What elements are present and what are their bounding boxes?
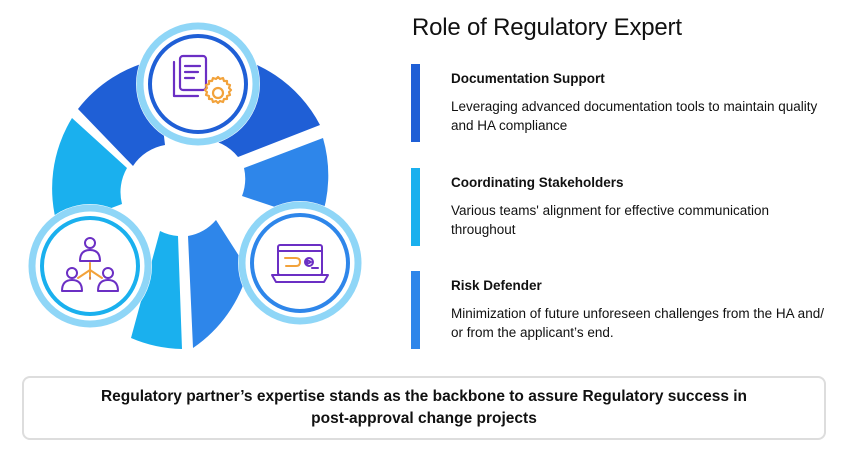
ring-segment-bottom-right [188,220,248,348]
page-title: Role of Regulatory Expert [412,14,682,41]
item-accent-bar [411,168,420,246]
node-documentation [136,22,260,146]
item-accent-bar [411,271,420,349]
ring-segment-bottom [131,231,182,349]
item-title: Coordinating Stakeholders [451,175,624,190]
item-title: Documentation Support [451,71,605,86]
item-title: Risk Defender [451,278,542,293]
node-risk [238,201,362,325]
node-stakeholders [28,204,152,328]
laptop-workflow-icon [271,244,329,283]
team-hierarchy-icon [61,237,119,292]
summary-text: Regulatory partner’s expertise stands as… [100,388,748,427]
item-description: Leveraging advanced documentation tools … [451,99,818,133]
item-accent-bar [411,64,420,142]
document-settings-icon [172,54,233,105]
ring-segment-left [52,118,127,228]
ring-segment-right [242,138,329,222]
summary-box: Regulatory partner’s expertise stands as… [22,376,826,440]
cycle-ring [52,53,329,349]
item-description: Minimization of future unforeseen challe… [451,306,824,340]
cycle-diagram [28,22,362,349]
item-description: Various teams' alignment for effective c… [451,203,769,237]
